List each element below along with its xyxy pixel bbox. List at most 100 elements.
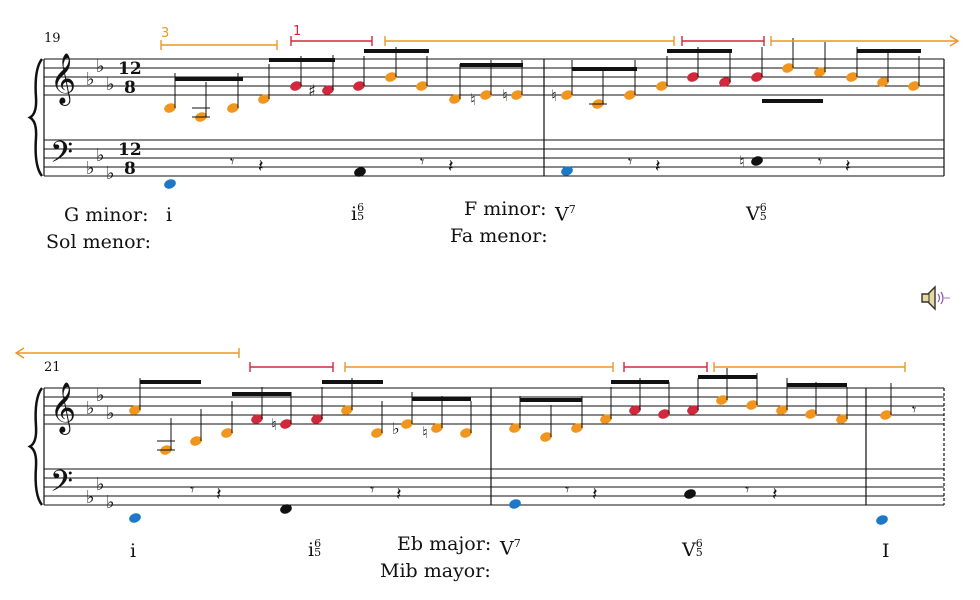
notes (129, 38, 921, 525)
accidental-icon: ♯ (308, 81, 316, 100)
quarter-rest-icon: 𝄽 (448, 156, 454, 177)
note-head (190, 436, 202, 446)
beam (140, 380, 201, 384)
eighth-rest-icon: 𝄾 (628, 152, 632, 171)
key-label-f-minor: F minor: (464, 198, 547, 220)
beam (520, 398, 582, 402)
note-head (600, 414, 612, 424)
beam (572, 67, 637, 71)
note-head (687, 72, 699, 82)
note-head (371, 428, 383, 438)
arrow-right-icon (949, 35, 960, 47)
note-head (629, 405, 641, 415)
note-head (684, 489, 696, 499)
note-head (511, 90, 523, 100)
note-head (540, 432, 552, 442)
accidental-icon: ♮ (739, 152, 745, 171)
eighth-rest-icon: 𝄾 (370, 480, 374, 499)
quarter-rest-icon: 𝄽 (396, 484, 402, 505)
note-head (751, 156, 763, 166)
flat-icon: ♭ (106, 492, 115, 513)
flat-icon: ♭ (96, 385, 105, 406)
note-head (258, 94, 270, 104)
note-head (341, 405, 353, 415)
note-head (164, 179, 176, 189)
flat-icon: ♭ (86, 158, 95, 179)
note-head (716, 395, 728, 405)
beam (857, 49, 921, 53)
motif-brackets (14, 35, 960, 372)
note-head (876, 515, 888, 525)
flat-icon: ♭ (106, 403, 115, 424)
accidental-icon: ♭ (392, 419, 400, 438)
note-head (480, 90, 492, 100)
beam (175, 77, 243, 81)
eighth-rest-icon: 𝄾 (230, 152, 234, 171)
note-head (311, 414, 323, 424)
note-head (751, 72, 763, 82)
key-label-sol-menor: Sol menor: (46, 231, 151, 253)
time-signature: 12 (118, 140, 142, 160)
note-head (290, 81, 302, 91)
note-head (322, 85, 334, 95)
measure-number-19: 19 (44, 31, 61, 46)
chord-symbol: i (130, 540, 137, 562)
speaker-icon[interactable] (920, 284, 954, 312)
note-head (846, 72, 858, 82)
bracket-number-1: 1 (293, 24, 302, 39)
key-label-eb-major: Eb major: (397, 533, 492, 555)
note-head (449, 94, 461, 104)
flat-icon: ♭ (86, 69, 95, 90)
quarter-rest-icon: 𝄽 (258, 156, 264, 177)
quarter-rest-icon: 𝄽 (592, 484, 598, 505)
chord-figure: 7 (568, 203, 576, 216)
note-head (431, 423, 443, 433)
arrow-left-icon (14, 347, 25, 359)
time-signature: 8 (124, 159, 136, 179)
flat-icon: ♭ (96, 474, 105, 495)
eighth-rest-icon: 𝄾 (745, 480, 749, 499)
accidental-icon: ♮ (422, 423, 428, 442)
chord-symbol: I (882, 540, 890, 562)
key-label-mib-mayor: Mib mayor: (380, 560, 491, 582)
note-head (221, 428, 233, 438)
note-head (385, 72, 397, 82)
flat-icon: ♭ (96, 56, 105, 77)
key-label-fa-menor: Fa menor: (450, 225, 548, 247)
chord-figure: 7 (513, 537, 521, 550)
measure-number-21: 21 (44, 360, 61, 375)
key-label-g-minor: G minor: (64, 204, 149, 226)
clefs-and-signatures: 𝄞𝄢♭♭♭♭♭♭𝄞𝄢♭♭♭♭♭♭128128𝄾𝄾𝄾𝄾𝄽𝄽𝄽𝄽𝄾𝄾𝄾𝄾𝄾𝄽𝄽𝄽𝄽♯… (27, 53, 916, 513)
accidental-icon: ♮ (470, 90, 476, 109)
note-head (354, 167, 366, 177)
note-head (509, 499, 521, 509)
treble-clef-icon: 𝄞 (50, 53, 76, 106)
note-head (129, 513, 141, 523)
bass-clef-icon: 𝄢 (50, 136, 73, 177)
note-head (814, 67, 826, 77)
quarter-rest-icon: 𝄽 (216, 484, 222, 505)
note-head (416, 81, 428, 91)
beam (787, 383, 847, 387)
chord-symbol: V7 (500, 537, 521, 560)
note-head (164, 103, 176, 113)
note-head (251, 414, 263, 424)
beam (667, 49, 732, 53)
flat-icon: ♭ (106, 163, 115, 184)
note-head (353, 81, 365, 91)
brace (27, 58, 44, 177)
quarter-rest-icon: 𝄽 (772, 484, 778, 505)
note-head (280, 504, 292, 514)
note-head (880, 410, 892, 420)
flat-icon: ♭ (106, 74, 115, 95)
eighth-rest-icon: 𝄾 (912, 400, 916, 419)
note-head (571, 423, 583, 433)
brace (27, 387, 44, 506)
accidental-icon: ♮ (271, 415, 277, 434)
